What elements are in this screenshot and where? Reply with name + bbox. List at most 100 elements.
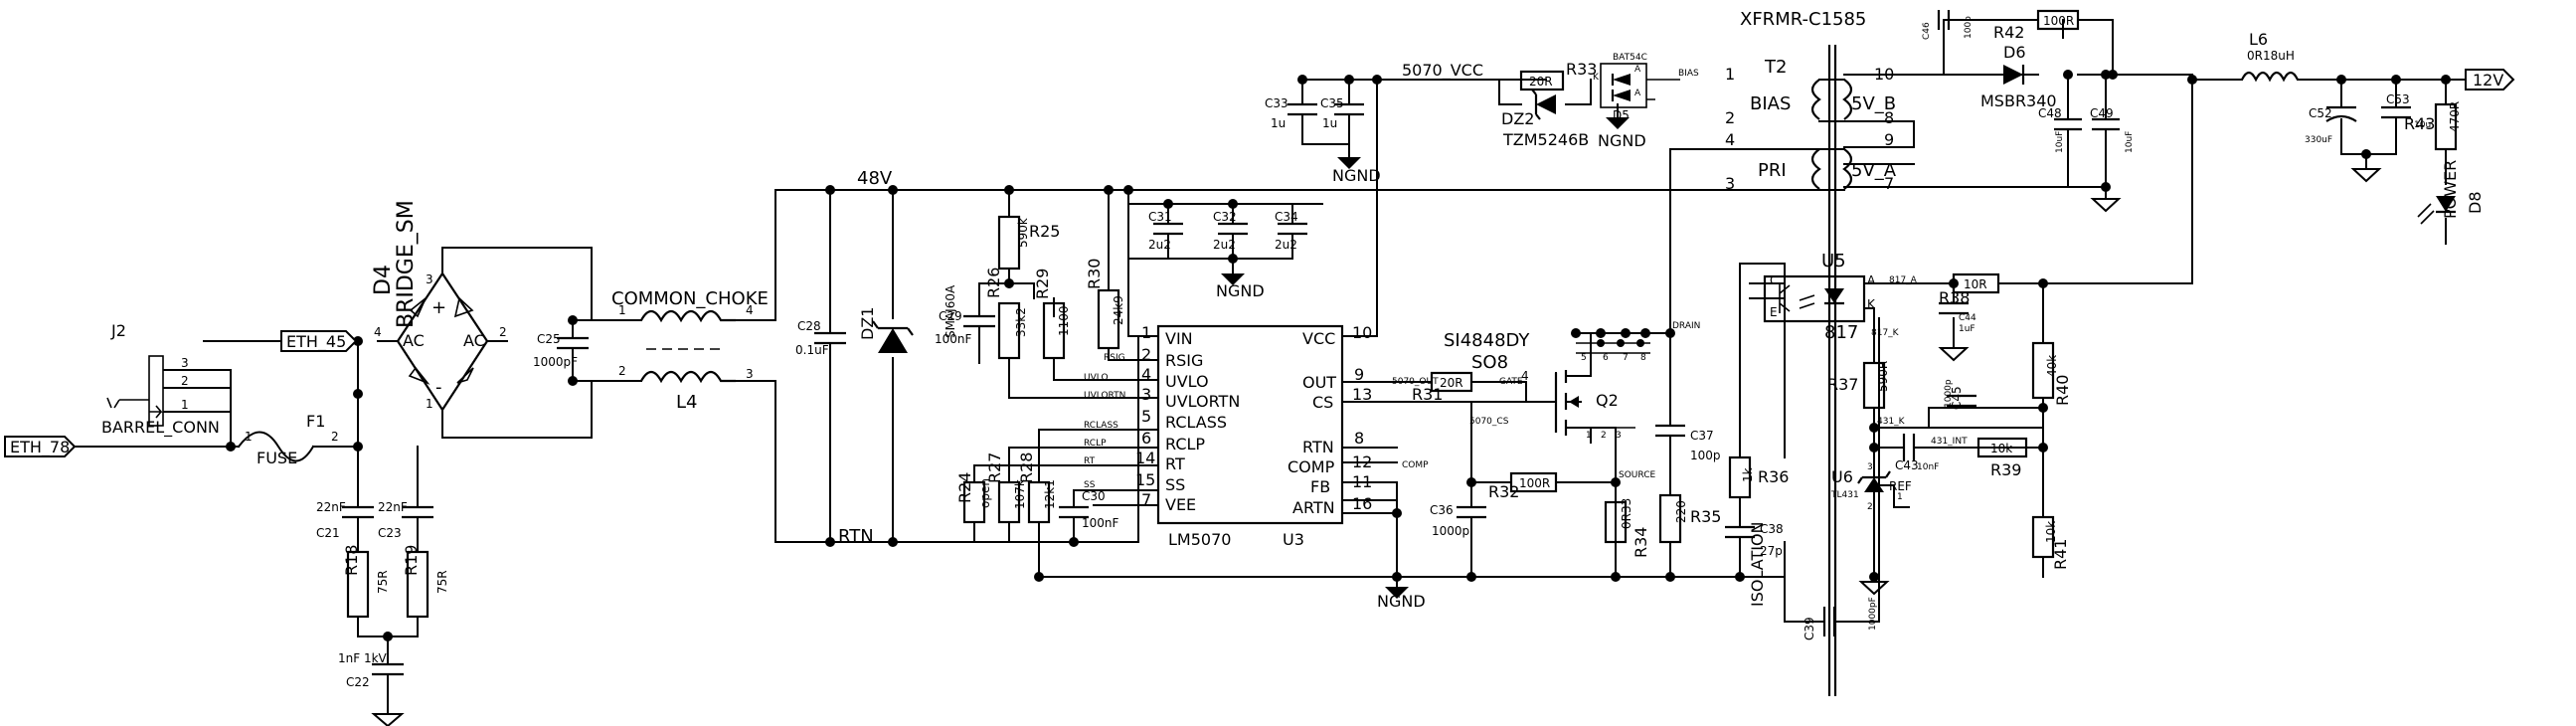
svg-text:T2: T2 [1764, 57, 1787, 78]
svg-text:R33: R33 [1566, 60, 1597, 79]
svg-text:4: 4 [1521, 369, 1529, 383]
svg-text:COMP: COMP [1288, 457, 1335, 476]
net-eth45: ETH_45 [280, 330, 358, 352]
capacitor-c29: C29 100nF [935, 309, 995, 346]
svg-text:C37: C37 [1690, 429, 1714, 443]
svg-text:F1: F1 [306, 412, 325, 431]
resistor-r24: open R24 [955, 472, 992, 524]
svg-text:1000pF: 1000pF [1868, 597, 1878, 631]
svg-text:DRAIN: DRAIN [1672, 321, 1700, 331]
svg-text:NGND: NGND [1598, 131, 1646, 150]
net-rtn-label: RTN [838, 526, 874, 547]
svg-text:5070_CS: 5070_CS [1469, 417, 1509, 427]
svg-text:UVLORTN: UVLORTN [1084, 391, 1125, 401]
capacitor-c31: C31 2u2 [1148, 210, 1183, 252]
svg-text:U3: U3 [1283, 530, 1304, 549]
net-48v-label: 48V [857, 168, 893, 189]
svg-text:1: 1 [1141, 323, 1151, 342]
capacitor-c33: C33 1u [1265, 96, 1317, 135]
shunt-regulator-u6: U6 TL431 REF 3 2 1 [1830, 462, 1912, 512]
svg-text:C48: C48 [2038, 106, 2062, 120]
svg-text:C: C [1770, 273, 1778, 287]
svg-text:R32: R32 [1488, 482, 1519, 501]
ground-symbol [371, 695, 405, 726]
svg-text:5V_B: 5V_B [1851, 93, 1896, 114]
svg-text:COMP: COMP [1402, 460, 1429, 470]
svg-text:9: 9 [1354, 365, 1364, 384]
svg-text:1: 1 [1586, 431, 1592, 441]
resistor-r42: 100R R42 [1993, 9, 2080, 42]
svg-text:Q2: Q2 [1596, 391, 1619, 410]
capacitor-c52: C52 330uF [2305, 105, 2357, 145]
svg-text:RT: RT [1165, 454, 1185, 473]
svg-text:2: 2 [499, 325, 507, 339]
svg-text:2: 2 [1725, 108, 1735, 127]
resistor-r30: 24k9 R30 [1085, 259, 1125, 350]
svg-text:8: 8 [1884, 108, 1894, 127]
svg-text:RT: RT [1084, 456, 1096, 466]
resistor-r33: 20R R33 [1519, 60, 1597, 91]
svg-text:A: A [1867, 273, 1876, 287]
svg-text:16: 16 [1352, 494, 1372, 513]
net-5070vcc-label: 5070_VCC [1402, 61, 1483, 81]
resistor-r31: 20R R31 [1412, 371, 1473, 404]
svg-text:470R: 470R [2448, 101, 2462, 132]
svg-text:R19: R19 [402, 545, 421, 576]
svg-text:R40: R40 [2053, 375, 2072, 406]
capacitor-c22: 1nF 1kV C22 [338, 632, 404, 697]
svg-text:1k: 1k [1741, 467, 1755, 482]
zener-dz2: DZ2 TZM5246B [1498, 79, 1592, 149]
svg-text:FB: FB [1310, 477, 1330, 496]
svg-text:22nF: 22nF [316, 500, 346, 514]
resistor-r35: 220 R35 [1658, 493, 1721, 544]
svg-text:817_A: 817_A [1889, 275, 1918, 285]
resistor-r27: 107k R27 [985, 453, 1027, 524]
svg-text:5070_OUT: 5070_OUT [1392, 377, 1439, 387]
svg-text:1000p: 1000p [1944, 379, 1954, 408]
svg-text:C25: C25 [537, 332, 561, 346]
small-net-labels: RSIG UVLO UVLORTN RCLASS RCLP RT SS 5070… [1084, 53, 1968, 490]
ngnd-symbol: NGND [1216, 258, 1265, 300]
svg-text:C45: C45 [1950, 386, 1964, 410]
dual-diode-d5: K A A D5 [1593, 63, 1680, 122]
svg-text:10k: 10k [1990, 442, 2012, 455]
svg-text:L4: L4 [676, 392, 697, 413]
svg-text:RSIG: RSIG [1104, 353, 1125, 363]
svg-text:C22: C22 [346, 675, 370, 689]
svg-text:75R: 75R [435, 570, 449, 594]
svg-text:10nF: 10nF [1917, 462, 1939, 472]
svg-text:RCLASS: RCLASS [1165, 413, 1227, 432]
svg-text:D6: D6 [2003, 43, 2026, 62]
svg-text:VCC: VCC [1302, 329, 1335, 348]
svg-text:2u2: 2u2 [1148, 238, 1171, 252]
controller-u3: LM5070 U3 VIN RSIG UVLO UVLORTN RCLASS R… [1135, 323, 1372, 549]
svg-text:A: A [1634, 89, 1641, 98]
svg-text:12: 12 [1352, 453, 1372, 471]
svg-text:0R33: 0R33 [1620, 498, 1633, 529]
svg-text:RCLP: RCLP [1165, 435, 1205, 454]
ground-symbol [2350, 163, 2382, 183]
fuse-f1: 1 2 F1 FUSE [237, 412, 339, 467]
svg-text:10: 10 [1874, 65, 1894, 84]
svg-text:BARREL_CONN: BARREL_CONN [101, 418, 220, 438]
svg-text:BIAS: BIAS [1750, 93, 1791, 114]
svg-text:12k1: 12k1 [1043, 479, 1057, 509]
barrel-connector-j2: J2 BARREL_CONN 3 2 1 [101, 321, 220, 438]
svg-text:1: 1 [181, 398, 189, 412]
svg-text:C36: C36 [1430, 503, 1454, 517]
svg-text:UVLORTN: UVLORTN [1165, 392, 1240, 411]
svg-text:SO8: SO8 [1471, 352, 1508, 373]
svg-text:SS: SS [1084, 480, 1096, 490]
svg-text:R27: R27 [985, 453, 1004, 483]
svg-text:330uF: 330uF [2305, 135, 2332, 145]
svg-text:U5: U5 [1821, 251, 1846, 272]
svg-text:2: 2 [331, 430, 339, 444]
svg-text:R30: R30 [1085, 259, 1104, 289]
svg-text:1100: 1100 [1057, 305, 1071, 336]
svg-text:6: 6 [1141, 429, 1151, 448]
svg-text:C23: C23 [378, 526, 402, 540]
svg-text:817: 817 [1824, 322, 1858, 343]
svg-text:C39: C39 [1803, 617, 1816, 640]
svg-text:20R: 20R [1529, 75, 1553, 89]
